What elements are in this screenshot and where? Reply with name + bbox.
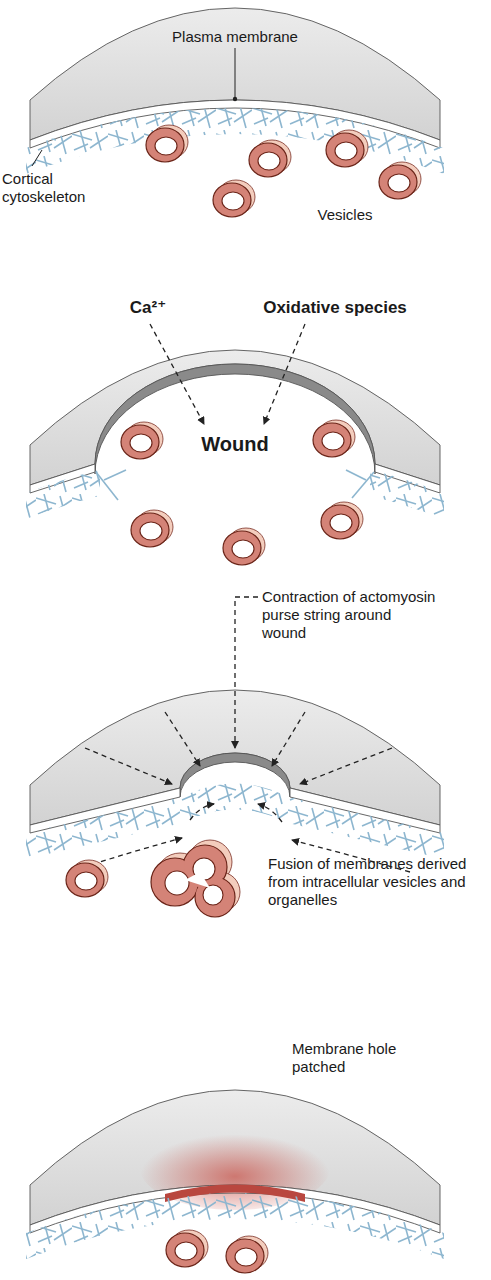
- panel-wound: [26, 324, 444, 565]
- vesicles: [166, 1230, 268, 1273]
- annotation-label: Ca²⁺: [118, 298, 178, 318]
- vesicles: [146, 125, 421, 217]
- cortical-cytoskeleton: [26, 108, 444, 174]
- vesicles: [131, 502, 363, 565]
- leader-line: [235, 48, 236, 97]
- fusing-vesicles: [151, 840, 240, 917]
- influx-arrow: [150, 324, 204, 424]
- annotation-label: Contraction of actomyosin purse string a…: [262, 588, 437, 642]
- cortical-cytoskeleton: [26, 784, 444, 860]
- vesicles: [66, 860, 108, 897]
- wound-rim: [95, 364, 375, 474]
- annotation-label: Plasma membrane: [170, 28, 300, 46]
- panel-patched: [26, 1090, 444, 1273]
- vesicles: [121, 420, 355, 459]
- leader-dot: [233, 97, 237, 101]
- panel-intact: [26, 8, 444, 217]
- annotation-label: Fusion of membranes derived from intrace…: [268, 855, 468, 909]
- annotation-label: Membrane hole patched: [292, 1040, 442, 1076]
- annotation-label: Oxidative species: [250, 298, 420, 318]
- leader-line: [32, 150, 42, 166]
- annotation-label: Cortical cytoskeleton: [2, 170, 97, 206]
- contraction-arrows: [75, 597, 410, 872]
- cortical-cytoskeleton: [26, 453, 444, 519]
- torn-cytoskeleton: [96, 470, 374, 500]
- influx-arrow: [264, 324, 305, 424]
- annotation-label: Vesicles: [300, 206, 390, 224]
- annotation-label: Wound: [175, 432, 295, 456]
